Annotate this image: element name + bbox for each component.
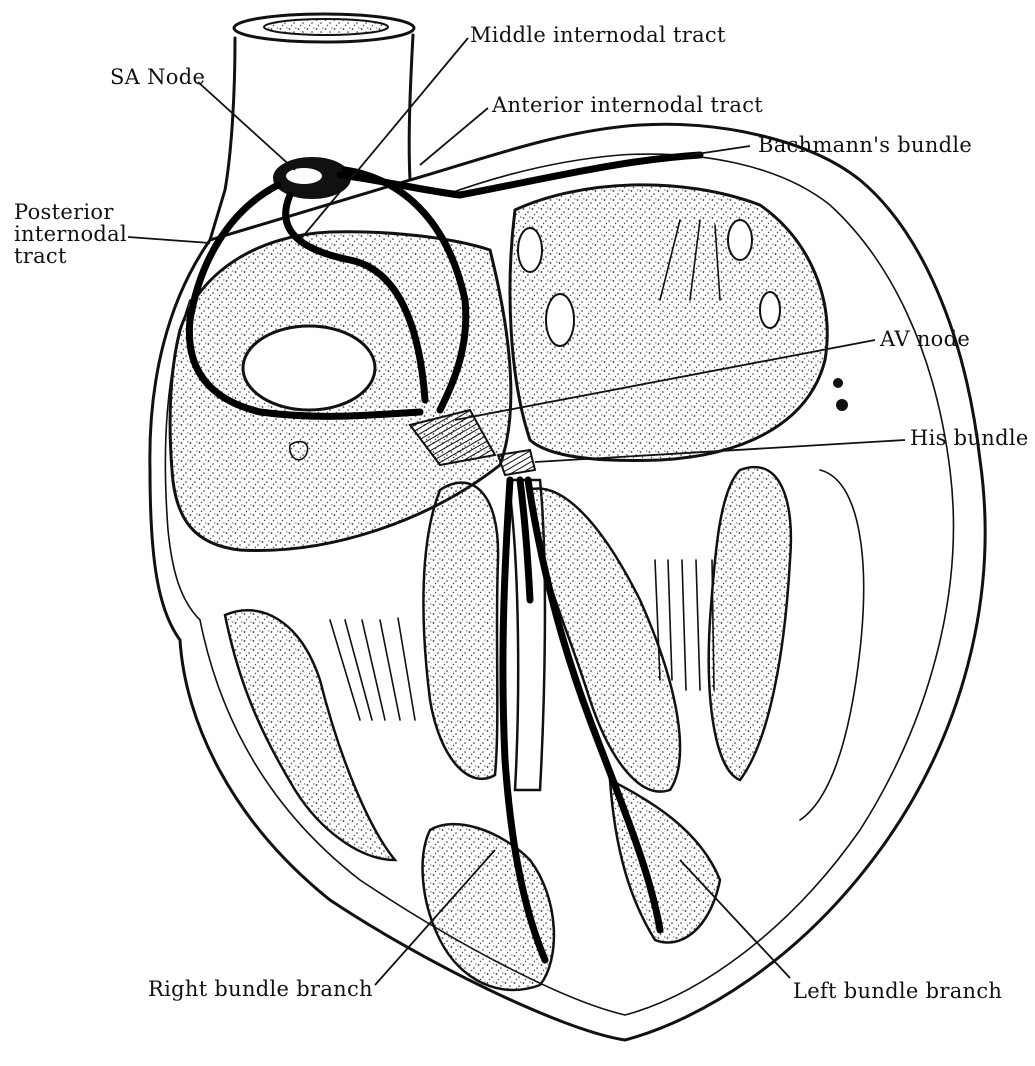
label-right-bundle-branch: Right bundle branch bbox=[148, 978, 373, 1000]
tricuspid-orifice bbox=[243, 326, 375, 410]
label-left-bundle-branch: Left bundle branch bbox=[793, 980, 1002, 1002]
label-middle-internodal-tract: Middle internodal tract bbox=[470, 24, 726, 46]
superior-vessel bbox=[210, 14, 414, 240]
left-atrium bbox=[510, 185, 848, 461]
label-av-node: AV node bbox=[880, 328, 970, 350]
label-sa-node: SA Node bbox=[110, 66, 205, 88]
label-bachmanns-bundle: Bachmann's bundle bbox=[758, 134, 972, 156]
label-anterior-internodal-tract: Anterior internodal tract bbox=[492, 94, 763, 116]
his-bundle bbox=[498, 450, 535, 475]
label-his-bundle: His bundle bbox=[910, 427, 1029, 449]
label-posterior-internodal-tract: Posterior internodal tract bbox=[14, 201, 127, 267]
left-ventricle bbox=[528, 467, 864, 942]
